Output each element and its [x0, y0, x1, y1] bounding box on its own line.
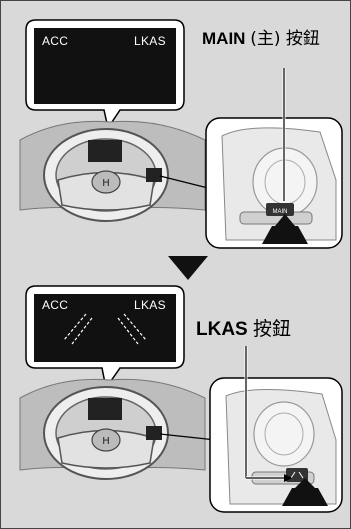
top-meter-display	[88, 140, 122, 162]
down-triangle-icon	[168, 256, 208, 280]
honda-emblem-icon: H	[102, 436, 110, 447]
bottom-display-lkas: LKAS	[134, 298, 166, 312]
bottom-control-pad	[146, 426, 162, 440]
bottom-meter-display	[88, 398, 122, 420]
lkas-callout-rest: 按鈕	[253, 318, 292, 340]
lkas-button-callout: LKAS 按鈕	[196, 314, 291, 341]
top-display-lkas: LKAS	[134, 34, 166, 48]
top-zoom-inset: MAIN	[205, 68, 343, 249]
main-button-text: MAIN	[273, 209, 288, 215]
honda-emblem-icon: H	[102, 178, 110, 189]
main-button-callout: MAIN (主) 按鈕	[202, 24, 320, 49]
top-display-screen	[34, 28, 176, 104]
main-callout-bold: MAIN	[202, 29, 246, 48]
press-hand-icon	[282, 488, 328, 506]
bottom-zoom-inset	[209, 346, 343, 513]
bottom-display-acc: ACC	[42, 298, 69, 312]
top-display-bubble	[25, 19, 185, 130]
top-display-acc: ACC	[42, 34, 69, 48]
press-hand-icon	[262, 226, 308, 244]
main-callout-rest: (主) 按鈕	[250, 29, 320, 49]
lkas-lane-icon	[63, 313, 147, 345]
bottom-steering-wheel: H	[19, 378, 217, 480]
main-button	[266, 203, 294, 216]
lkas-button	[286, 468, 308, 482]
top-control-pad	[146, 168, 162, 182]
bottom-display-bubble	[25, 285, 185, 390]
lkas-callout-bold: LKAS	[196, 319, 248, 340]
bottom-display-screen	[34, 294, 176, 362]
top-steering-wheel: H	[19, 120, 217, 222]
